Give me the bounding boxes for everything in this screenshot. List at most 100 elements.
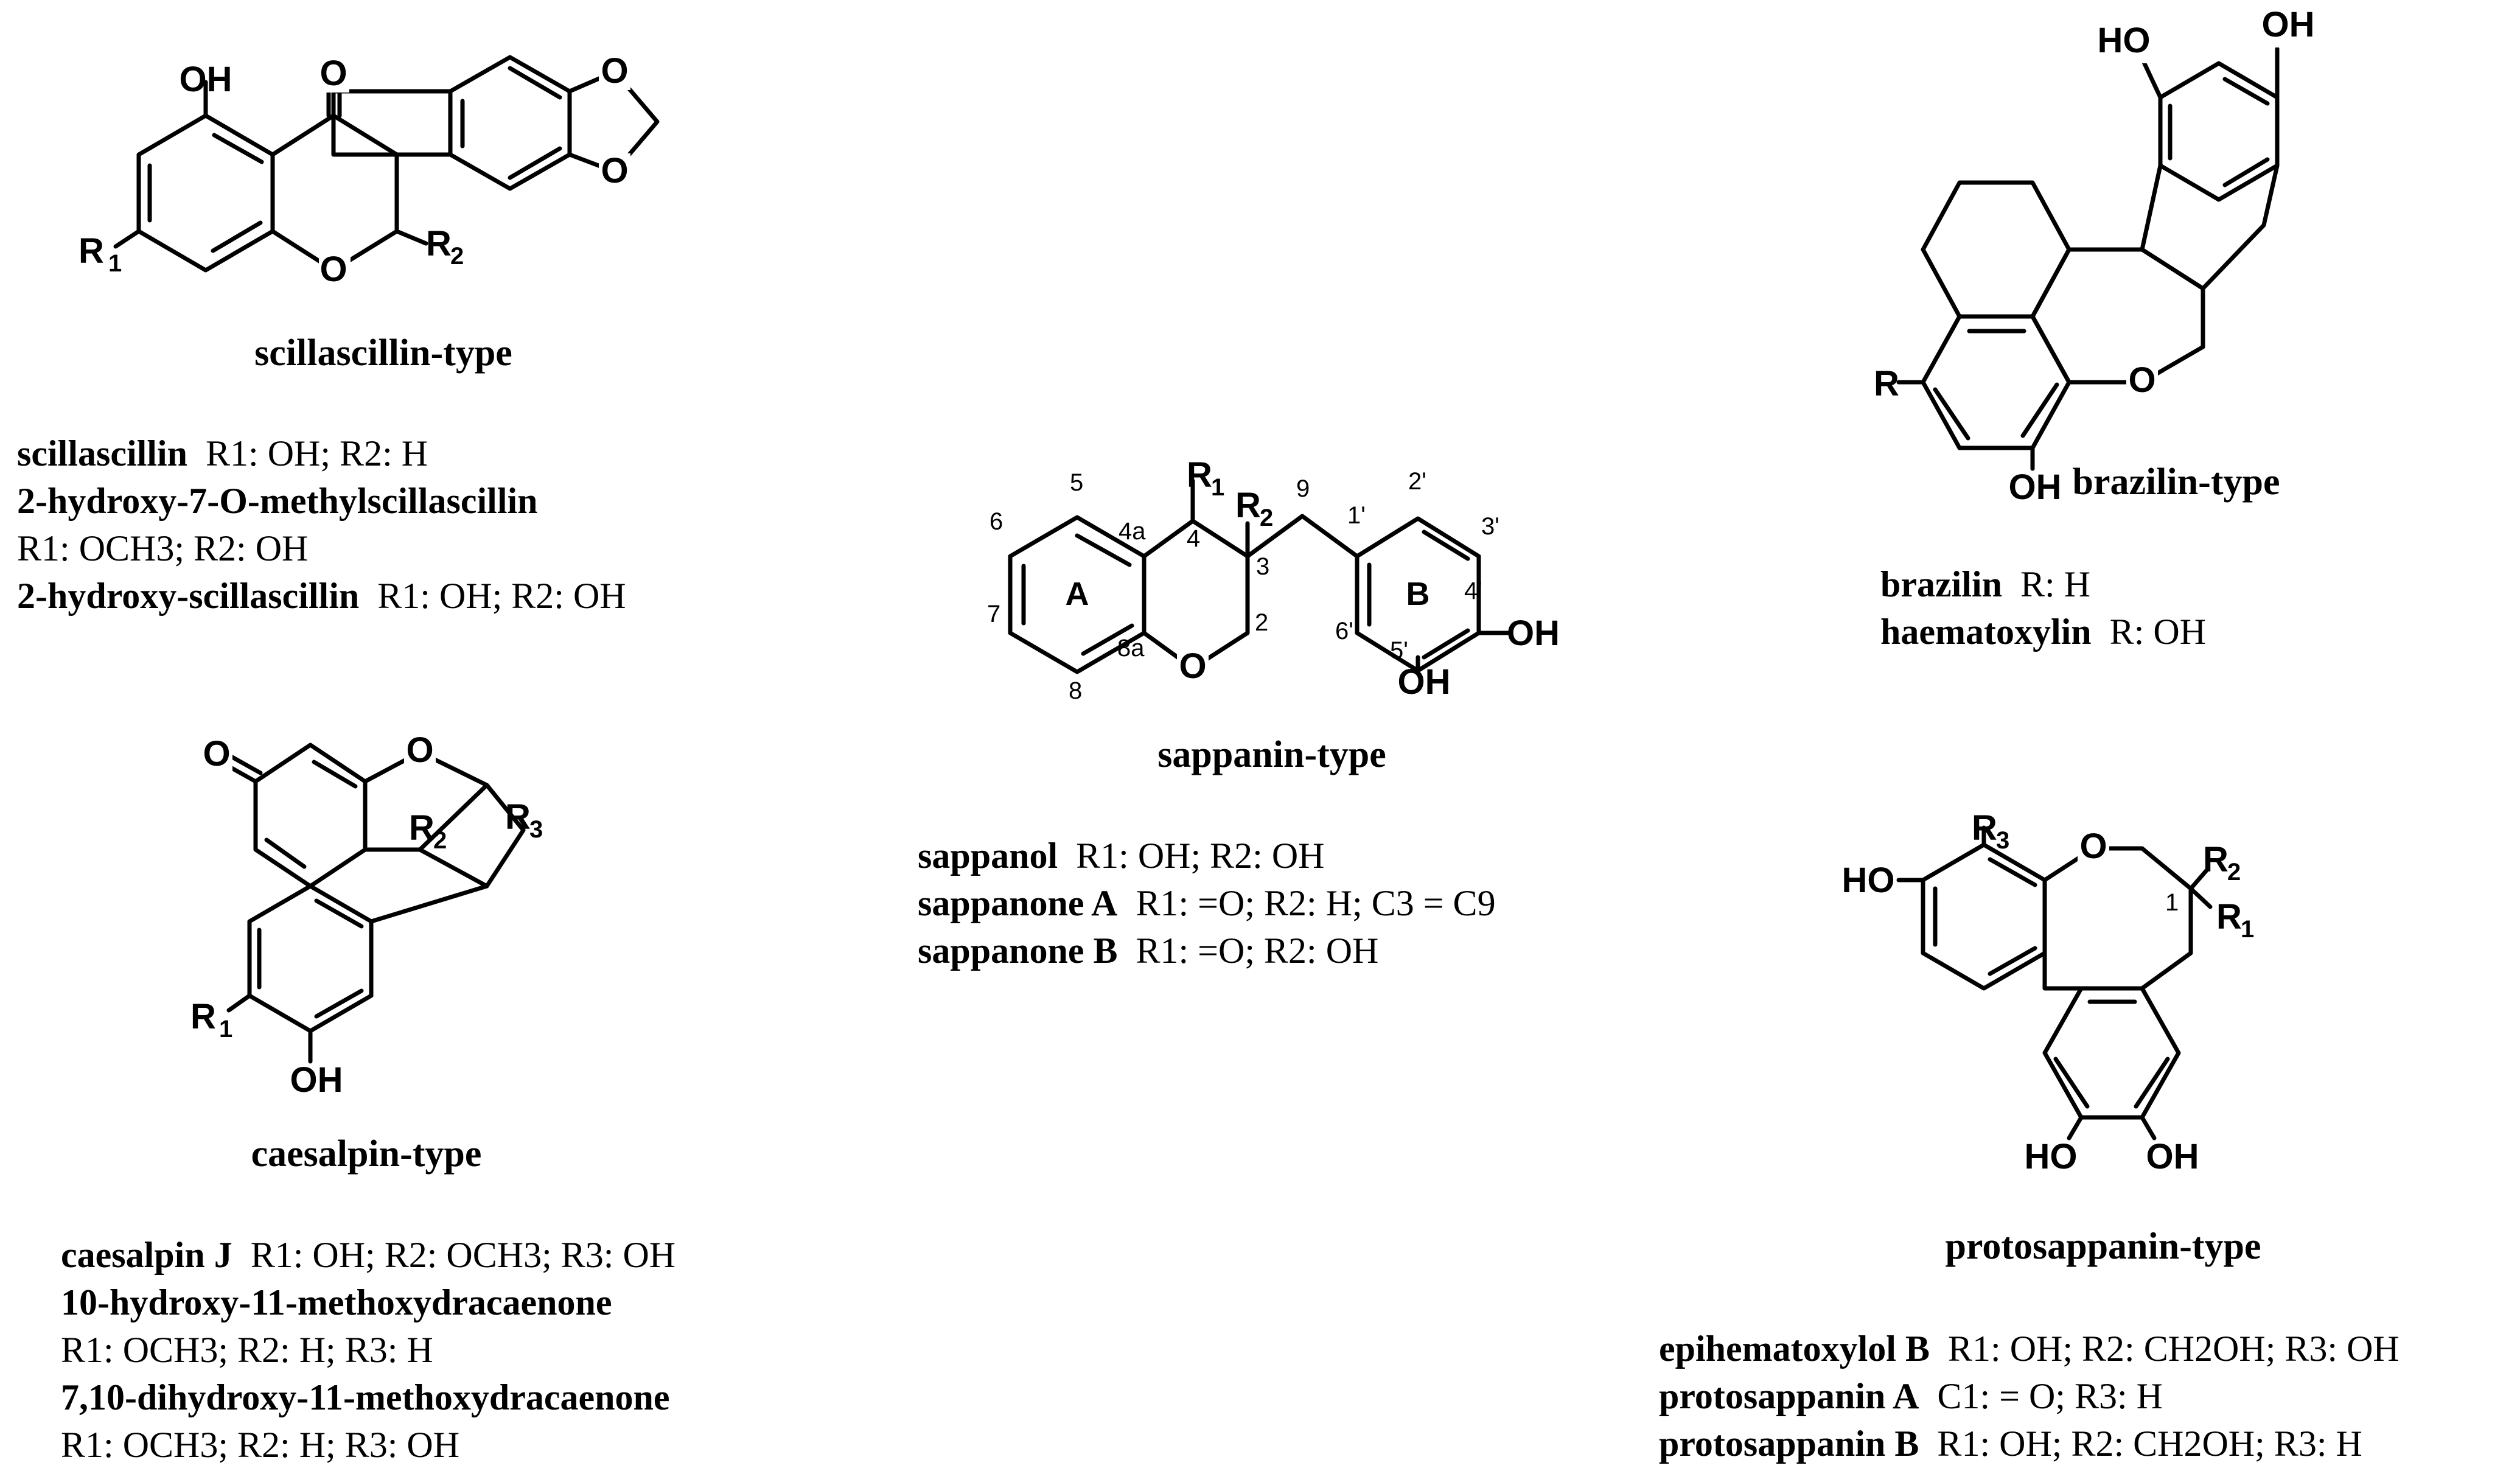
sappanin-position-number: 2' (1408, 468, 1426, 495)
compound-groups: C1: = O; R3: H (1937, 1376, 2163, 1416)
compound-name: scillascillin (17, 433, 187, 473)
sappanin-r2-label: R (1235, 486, 1261, 525)
compound-name: 10-hydroxy-11-methoxydracaenone (61, 1282, 612, 1323)
sappanin-position-number: 8a (1117, 635, 1145, 662)
sappanin-position-number: 4 (1187, 525, 1200, 552)
protosappanin-oh-bottom-label: OH (2146, 1137, 2199, 1176)
protosappanin-r2-subscript: 2 (2227, 859, 2241, 886)
protosappanin-r1-subscript: 1 (2241, 916, 2254, 943)
compound-groups: R1: OCH3; R2: OH (17, 528, 308, 568)
sappanin-position-number: 9 (1296, 475, 1310, 502)
sappanin-position-number: 8 (1069, 677, 1082, 704)
compound-row: 2-hydroxy-7-O-methylscillascillin (17, 481, 538, 521)
scillascillin-r2-subscript: 2 (450, 243, 464, 270)
caesalpin-r2-subscript: 2 (433, 827, 447, 854)
compound-row: sappanol R1: OH; R2: OH (918, 836, 1325, 876)
compound-name: 7,10-dihydroxy-11-methoxydracaenone (61, 1377, 670, 1417)
compound-name: 2-hydroxy-7-O-methylscillascillin (17, 481, 538, 521)
sappanin-r1-label: R (1187, 455, 1212, 495)
sappanin-position-number: 1' (1347, 502, 1366, 529)
protosappanin-c1-number: 1 (2165, 889, 2179, 916)
protosappanin-r2-label: R (2203, 840, 2229, 879)
caesalpin-structure: O O R 2 R 3 R 1 OH (190, 730, 543, 1100)
protosappanin-type-title: protosappanin-type (1945, 1226, 2261, 1267)
sappanin-r2-subscript: 2 (1260, 505, 1273, 531)
compound-row: protosappanin B R1: OH; R2: CH2OH; R3: H (1659, 1424, 2362, 1464)
brazilin-oh-right-label: OH (2262, 5, 2315, 44)
compound-row: haematoxylin R: OH (1880, 612, 2206, 652)
scillascillin-r1-subscript: 1 (108, 250, 122, 277)
scillascillin-compound-list: scillascillin R1: OH; R2: H 2-hydroxy-7-O… (17, 433, 626, 616)
caesalpin-r3-label: R (505, 797, 531, 837)
caesalpin-r1-subscript: 1 (219, 1016, 232, 1043)
scillascillin-ketone-o-label: O (319, 54, 347, 93)
compound-row: 7,10-dihydroxy-11-methoxydracaenone (61, 1377, 670, 1417)
sappanin-position-number: 4a (1119, 518, 1146, 545)
caesalpin-compound-list: caesalpin J R1: OH; R2: OCH3; R3: OH 10-h… (61, 1235, 675, 1465)
compound-row: caesalpin J R1: OH; R2: OCH3; R3: OH (61, 1235, 675, 1275)
scillascillin-dioxole-o-top: O (601, 51, 628, 91)
compound-row: protosappanin A C1: = O; R3: H (1659, 1376, 2163, 1416)
caesalpin-r1-label: R (190, 997, 216, 1036)
brazilin-structure: HO OH O R OH (1874, 5, 2320, 507)
sappanin-ring-o-label: O (1179, 646, 1206, 686)
brazilin-ho-left-label: HO (2098, 21, 2151, 60)
sappanin-oh-5p-label: OH (1398, 662, 1451, 702)
sappanin-structure: O R 1 R 2 OH OH A B 5 6 7 8 4a 8a 4 3 2 … (987, 455, 1560, 704)
sappanin-position-number: 6 (990, 508, 1003, 535)
compound-groups: R1: =O; R2: OH (1136, 931, 1378, 971)
scillascillin-type-title: scillascillin-type (254, 332, 512, 374)
sappanin-position-number: 4' (1464, 578, 1482, 604)
compound-row: 10-hydroxy-11-methoxydracaenone (61, 1282, 612, 1323)
compound-name: sappanone A (918, 883, 1117, 923)
caesalpin-ketone-o-label: O (203, 734, 230, 774)
compound-groups: R: OH (2110, 612, 2206, 652)
sappanin-r1-subscript: 1 (1211, 474, 1224, 501)
compound-name: brazilin (1880, 564, 2002, 604)
sappanin-oh-4p-label: OH (1507, 613, 1560, 653)
compound-groups: R1: OH; R2: OCH3; R3: OH (251, 1235, 675, 1275)
compound-row: brazilin R: H (1880, 564, 2090, 604)
compound-name: sappanol (918, 836, 1058, 876)
protosappanin-structure: O HO R 3 R 2 R 1 1 HO OH (1842, 808, 2255, 1176)
protosappanin-r3-subscript: 3 (1996, 827, 2009, 854)
caesalpin-r2-label: R (409, 808, 435, 848)
sappanin-position-number: 5 (1070, 469, 1083, 496)
compound-groups: R1: OH; R2: CH2OH; R3: H (1937, 1424, 2362, 1464)
protosappanin-ho-bottom-label: HO (2025, 1137, 2078, 1176)
protosappanin-r3-label: R (1972, 808, 1997, 848)
compound-name: protosappanin A (1659, 1376, 1919, 1416)
caesalpin-r3-subscript: 3 (529, 816, 543, 843)
scillascillin-ring-o-label: O (319, 250, 347, 289)
sappanin-position-number: 3 (1256, 553, 1269, 580)
compound-groups: R1: OH; R2: H (206, 433, 428, 473)
sappanin-compound-list: sappanol R1: OH; R2: OH sappanone A R1: =O… (918, 836, 1496, 971)
scillascillin-oh-label: OH (180, 60, 232, 99)
compound-groups: R1: =O; R2: H; C3 = C9 (1136, 883, 1495, 923)
compound-groups: R1: OH; R2: OH (377, 576, 626, 616)
brazilin-ring-o-label: O (2128, 360, 2155, 400)
compound-groups: R: H (2020, 564, 2090, 604)
compound-name: haematoxylin (1880, 612, 2092, 652)
sappanin-position-number: 3' (1481, 513, 1499, 540)
compound-groups: R1: OH; R2: OH (1076, 836, 1324, 876)
scillascillin-dioxole-o-bottom: O (601, 151, 628, 190)
compound-name: protosappanin B (1659, 1424, 1919, 1464)
caesalpin-type-title: caesalpin-type (251, 1133, 482, 1175)
brazilin-r-label: R (1874, 364, 1899, 404)
compound-groups: R1: OCH3; R2: H; R3: H (61, 1330, 433, 1370)
compound-name: epihematoxylol B (1659, 1329, 1930, 1369)
protosappanin-ring-o-label: O (2079, 826, 2107, 866)
protosappanin-r1-label: R (2216, 897, 2242, 937)
sappanin-type-title: sappanin-type (1157, 734, 1386, 775)
sappanin-position-number: 2 (1255, 609, 1268, 636)
brazilin-type-title: brazilin-type (2073, 461, 2280, 503)
brazilin-compound-list: brazilin R: H haematoxylin R: OH (1880, 564, 2206, 652)
compound-name: caesalpin J (61, 1235, 232, 1275)
sappanin-position-number: 7 (987, 601, 1000, 627)
